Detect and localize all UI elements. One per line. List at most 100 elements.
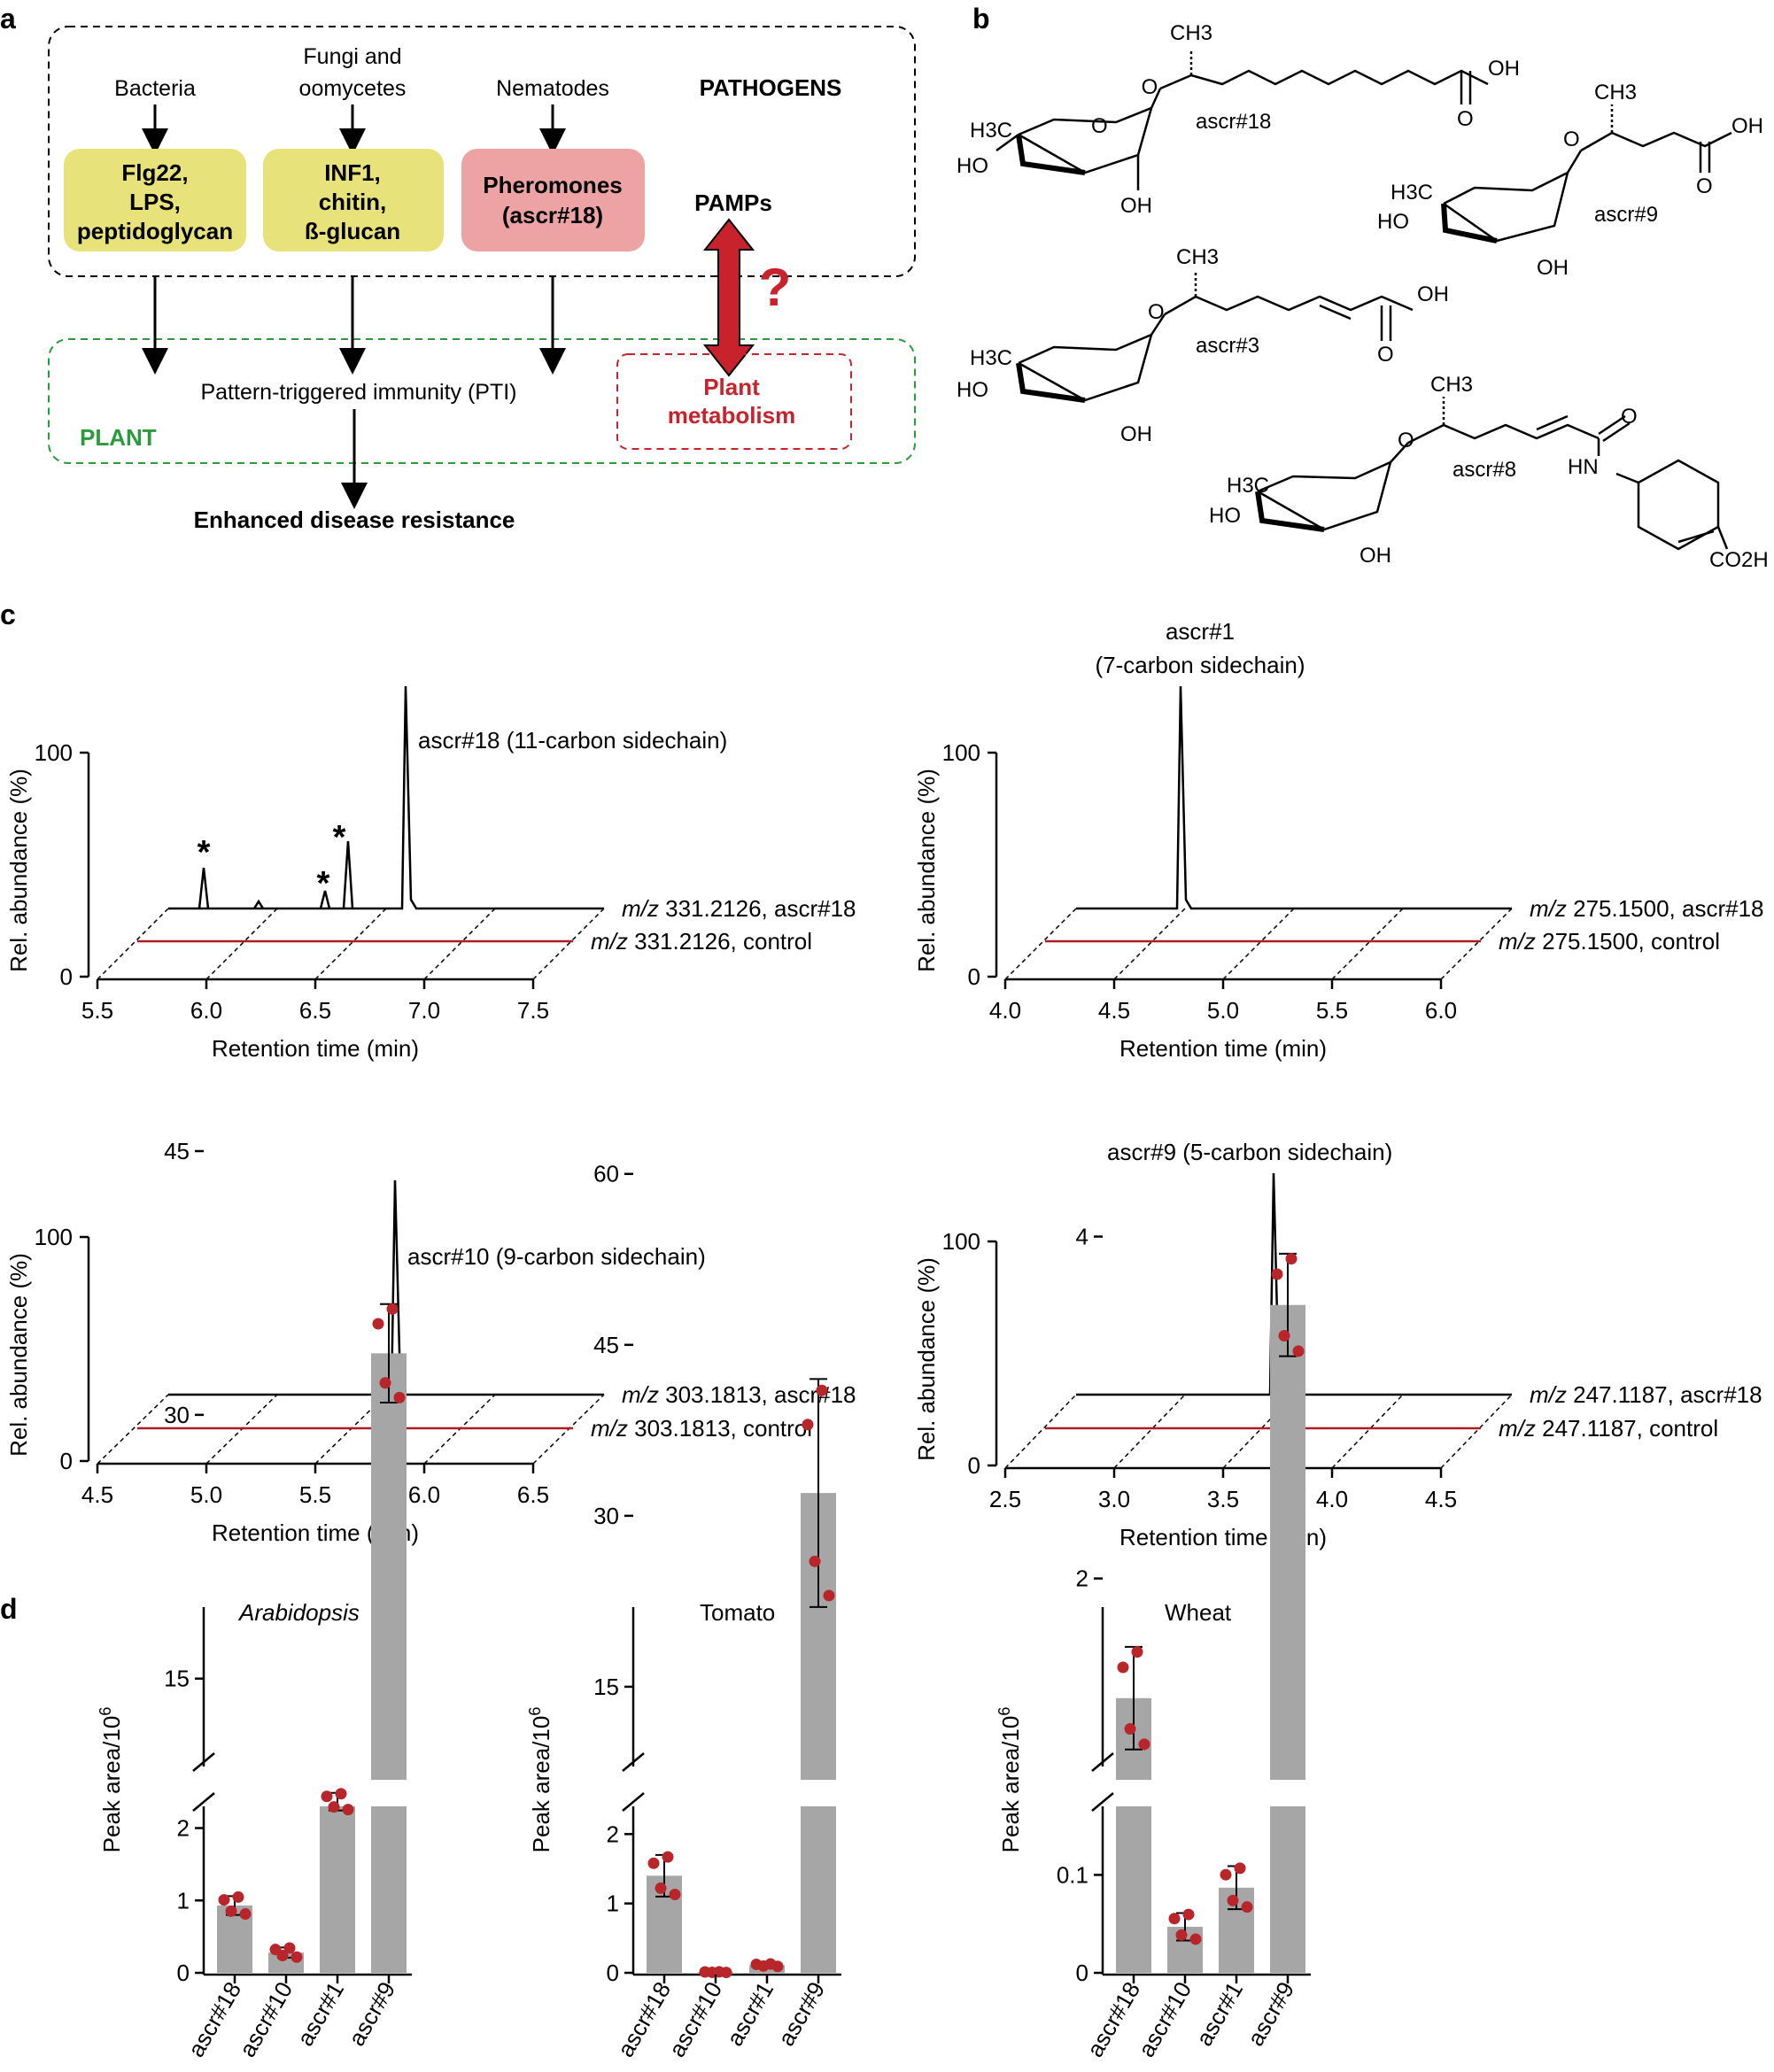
x-tick-label: 6.5 — [299, 997, 331, 1024]
data-point — [1241, 1901, 1253, 1914]
data-point — [816, 1384, 828, 1396]
x-tick-label: ascr#1 — [1190, 1977, 1248, 2051]
y-tick-label: 100 — [942, 1228, 980, 1255]
ascr8-structure — [1255, 397, 1729, 551]
x-tick-label: ascr#9 — [772, 1977, 830, 2051]
x-axis-label: Retention time (min) — [1119, 1035, 1327, 1062]
trace-label-sample: m/z 247.1187, ascr#18 — [1530, 1381, 1762, 1408]
plant-metabolism-box — [616, 353, 852, 450]
x-tick-label: 6.0 — [408, 1481, 440, 1508]
data-point — [239, 1908, 252, 1921]
chart-title: Arabidopsis — [237, 1599, 360, 1626]
bar — [371, 1353, 407, 1780]
data-point — [1124, 1723, 1136, 1736]
panel-a-label: a — [0, 3, 16, 35]
x-axis-label: Retention time (min) — [212, 1035, 419, 1062]
x-tick-label: 6.5 — [517, 1481, 549, 1508]
data-point — [276, 1950, 289, 1962]
data-point — [1234, 1862, 1246, 1875]
pathogens-title: PATHOGENS — [700, 74, 842, 101]
y-axis-label: Peak area/106 — [97, 1707, 125, 1853]
sample-trace — [168, 685, 604, 910]
ascr8-amide-o: O — [1621, 405, 1638, 429]
ascr3-o: O — [1148, 300, 1165, 324]
ascr8-ho: HO — [1209, 504, 1241, 528]
x-tick-label: ascr#1 — [721, 1977, 779, 2051]
acid-o-label: O — [1457, 107, 1474, 131]
data-point — [393, 1391, 406, 1403]
data-point — [291, 1951, 303, 1963]
star-marker: * — [198, 834, 211, 871]
x-tick-label: 4.0 — [1316, 1486, 1348, 1512]
x-tick-label: 7.0 — [408, 997, 440, 1024]
ascr9-o: O — [1563, 128, 1580, 151]
sample-trace — [168, 1179, 604, 1396]
bar — [320, 1806, 355, 1973]
data-point — [647, 1857, 660, 1869]
ascr3-oh: OH — [1120, 422, 1152, 446]
ring-o-label: O — [1091, 114, 1108, 138]
x-tick-label: 3.0 — [1098, 1486, 1130, 1512]
y-tick-label: 45 — [593, 1332, 619, 1358]
data-point — [379, 1377, 391, 1389]
ascr18-name: ascr#18 — [1196, 110, 1271, 134]
ascr9-structure — [1441, 104, 1732, 244]
panel-c-label: c — [0, 599, 16, 630]
ascr3-ho: HO — [957, 378, 988, 402]
ascr8-ch3: CH3 — [1430, 373, 1473, 397]
peak-label: ascr#10 (9-carbon sidechain) — [407, 1243, 706, 1270]
data-point — [1182, 1908, 1195, 1921]
y-tick-label: 15 — [593, 1674, 619, 1700]
peak-label: ascr#1 — [1166, 618, 1235, 645]
y-tick-label: 0 — [60, 963, 73, 990]
ascr3-structure — [1016, 270, 1414, 403]
ascr3-h3c: H3C — [970, 346, 1012, 370]
fungi-pamp-box — [263, 149, 444, 251]
h3c-label: H3C — [970, 119, 1012, 143]
data-point — [720, 1967, 732, 1979]
pheromone-box — [461, 149, 645, 251]
question-mark: ? — [759, 258, 792, 317]
data-point — [1285, 1253, 1298, 1265]
y-tick-label: 60 — [593, 1161, 619, 1187]
fungi-label-1: Fungi and — [303, 44, 401, 69]
y-tick-label: 1 — [607, 1890, 619, 1917]
x-tick-label: 4.5 — [1425, 1486, 1457, 1512]
minor-peak — [319, 890, 331, 909]
trace-label-sample: m/z 331.2126, ascr#18 — [622, 895, 856, 922]
y-axis-label: Rel. abundance (%) — [5, 769, 32, 972]
pti-label: Pattern-triggered immunity (PTI) — [200, 380, 516, 405]
ascr8-name: ascr#8 — [1453, 458, 1516, 482]
chart-title: Tomato — [700, 1599, 775, 1626]
pamps-title: PAMPs — [694, 189, 772, 216]
y-tick-label: 45 — [164, 1138, 190, 1164]
box1-line1: Flg22, — [121, 159, 188, 186]
fungi-label-2: oomycetes — [299, 76, 407, 101]
ascr8-h3c: H3C — [1227, 474, 1269, 498]
trace-label-control: m/z 331.2126, control — [591, 928, 812, 955]
oh-label: OH — [1120, 194, 1152, 218]
panel-d-label: d — [0, 1593, 18, 1625]
data-point — [823, 1589, 835, 1602]
data-point — [372, 1318, 384, 1330]
x-tick-label: 4.5 — [1098, 997, 1130, 1024]
plant-metab-line1: Plant — [703, 374, 760, 400]
panel-b: b CH3 O O H3C HO OH OH O ascr#18 — [957, 3, 1769, 572]
trace-label-control: m/z 303.1813, control — [591, 1415, 812, 1442]
box1-line2: LPS, — [129, 189, 181, 215]
data-point — [1292, 1345, 1305, 1357]
y-axis-label: Rel. abundance (%) — [5, 1253, 32, 1457]
data-point — [1189, 1933, 1202, 1945]
y-tick-label: 2 — [607, 1821, 619, 1847]
y-axis-label: Peak area/106 — [995, 1707, 1024, 1853]
y-tick-label: 30 — [593, 1503, 619, 1529]
y-tick-label: 2 — [177, 1815, 190, 1842]
trace-label-control: m/z 275.1500, control — [1499, 928, 1720, 955]
star-marker: * — [333, 819, 346, 856]
x-tick-label: 4.5 — [81, 1481, 113, 1508]
